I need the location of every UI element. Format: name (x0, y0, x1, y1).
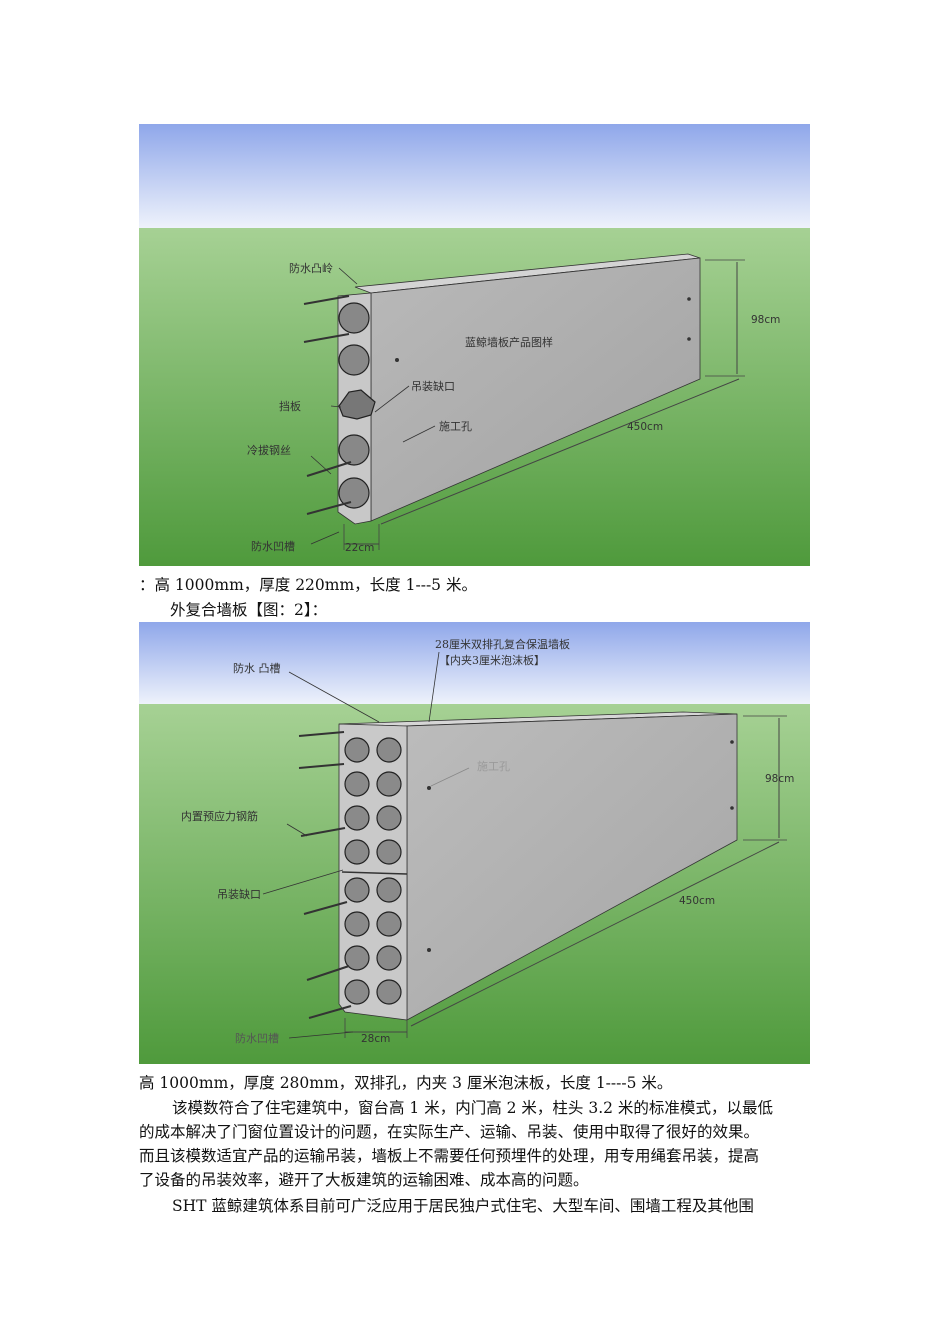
dim-thickness: 28cm (361, 1033, 390, 1045)
core-hole (338, 344, 370, 376)
label-lift-notch: 吊装缺口 (411, 379, 455, 393)
label-work-hole: 施工孔 (477, 760, 510, 773)
paragraph-2-line-1: SHT 蓝鲸建筑体系目前可广泛应用于居民独户式住宅、大型车间、围墙工程及其他围 (172, 1197, 754, 1215)
paragraph-1-line-2: 的成本解决了门窗位置设计的问题，在实际生产、运输、吊装、使用中取得了很好的效果。 (139, 1123, 760, 1141)
wall-panel-figure-1: 防水凸岭 蓝鲸墙板产品图样 吊装缺口 挡板 施工孔 冷拔钢丝 防水凹槽 98cm… (139, 124, 810, 566)
caption-1: ：高 1000mm，厚度 220mm，长度 1---5 米。 (139, 576, 477, 594)
wall-panel-figure-2: 防水 凸槽 28厘米双排孔复合保温墙板 【内夹3厘米泡沫板】 施工孔 内置预应力… (139, 622, 810, 1064)
paragraph-1-line-3: 而且该模数适宜产品的运输吊装，墙板上不需要任何预埋件的处理，用专用绳套吊装，提高 (139, 1147, 760, 1165)
label-ridge: 防水 凸槽 (233, 661, 281, 675)
label-title-line2: 【内夹3厘米泡沫板】 (439, 653, 545, 667)
dim-length: 450cm (627, 421, 663, 433)
core-holes (344, 737, 402, 1005)
label-lift-notch: 吊装缺口 (217, 887, 261, 901)
core-hole (338, 477, 370, 509)
paragraph-1-line-4: 了设备的吊装效率，避开了大板建筑的运输困难、成本高的问题。 (139, 1171, 589, 1189)
dim-length: 450cm (679, 895, 715, 907)
lift-notch-shape (338, 389, 376, 420)
heading-figure-2: 外复合墙板【图：2】： (170, 601, 328, 619)
sky (139, 124, 810, 228)
label-work-hole: 施工孔 (439, 420, 472, 433)
label-groove: 防水凹槽 (251, 539, 295, 553)
dim-height: 98cm (751, 314, 780, 326)
core-hole (338, 434, 370, 466)
paragraph-1-line-1: 该模数符合了住宅建筑中，窗台高 1 米，内门高 2 米，柱头 3.2 米的标准模… (172, 1099, 773, 1117)
label-steel-wire: 冷拔钢丝 (247, 443, 291, 457)
label-groove: 防水凹槽 (235, 1031, 279, 1045)
caption-2: 高 1000mm，厚度 280mm，双排孔，内夹 3 厘米泡沫板，长度 1---… (139, 1074, 673, 1092)
dim-height: 98cm (765, 773, 794, 785)
label-ridge: 防水凸岭 (289, 261, 333, 275)
label-title-line1: 28厘米双排孔复合保温墙板 (435, 637, 570, 651)
label-title: 蓝鲸墙板产品图样 (465, 335, 553, 349)
dim-thickness: 22cm (345, 542, 374, 554)
sky (139, 622, 810, 704)
wall-panel-render-1: 防水凸岭 蓝鲸墙板产品图样 吊装缺口 挡板 施工孔 冷拔钢丝 防水凹槽 98cm… (139, 124, 810, 566)
label-prestress: 内置预应力钢筋 (181, 809, 258, 823)
wall-panel-render-2: 防水 凸槽 28厘米双排孔复合保温墙板 【内夹3厘米泡沫板】 施工孔 内置预应力… (139, 622, 810, 1064)
label-baffle: 挡板 (279, 399, 301, 413)
core-hole (338, 302, 370, 334)
